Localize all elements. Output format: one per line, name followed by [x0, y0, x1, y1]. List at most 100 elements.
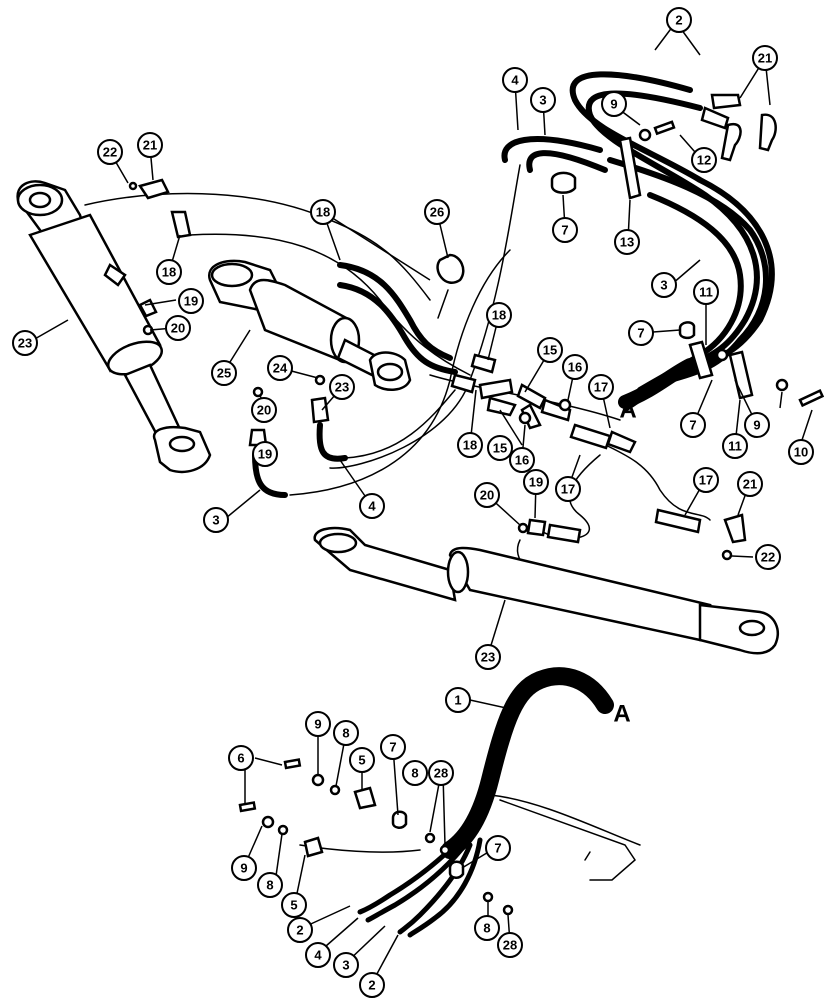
callout-number: 3 — [660, 278, 667, 293]
callout-number: 7 — [637, 326, 644, 341]
callout-number: 8 — [483, 921, 490, 936]
callout-circle — [744, 412, 770, 438]
callout-number: 3 — [342, 958, 349, 973]
callout-18-top: 18 — [310, 199, 336, 225]
callout-number: 26 — [430, 205, 444, 220]
callout-number: 2 — [368, 978, 375, 993]
callout-19-left: 19 — [178, 288, 204, 314]
callout-number: 12 — [697, 153, 711, 168]
ref-mark-a-lower: A — [613, 701, 630, 728]
callout-circle — [137, 132, 163, 158]
callout-7-top: 7 — [552, 217, 578, 243]
callout-number: 20 — [480, 488, 494, 503]
callout-circle — [601, 91, 627, 117]
callout-9-lower: 9 — [305, 711, 331, 737]
callouts: 2 21 4 3 9 12 7 13 3 11 7 7 11 9 10 22 2… — [12, 7, 814, 998]
callout-number: 15 — [543, 343, 557, 358]
callout-number: 8 — [411, 766, 418, 781]
callout-circle — [178, 288, 204, 314]
callout-circle — [267, 355, 293, 381]
fittings — [103, 93, 825, 916]
callout-circle — [165, 315, 191, 341]
callout-number: 8 — [266, 878, 273, 893]
callout-circle — [691, 147, 717, 173]
callout-22-left: 22 — [97, 139, 123, 165]
callout-circle — [666, 7, 692, 33]
callout-circle — [502, 67, 528, 93]
callout-18-bottom: 18 — [457, 432, 483, 458]
callout-number: 7 — [389, 740, 396, 755]
callout-16-bottom: 16 — [509, 447, 535, 473]
callout-circle — [428, 760, 454, 786]
callout-circle — [552, 217, 578, 243]
callout-circle — [228, 745, 254, 771]
callout-number: 19 — [529, 475, 543, 490]
callout-number: 7 — [689, 418, 696, 433]
callout-19-mid: 19 — [252, 441, 278, 467]
left-cylinder — [16, 180, 212, 474]
callout-16-top: 16 — [562, 354, 588, 380]
callout-11-bottom: 11 — [722, 433, 748, 459]
callout-circle — [523, 469, 549, 495]
callout-3-lower: 3 — [333, 952, 359, 978]
callout-number: 3 — [212, 513, 219, 528]
callout-number: 23 — [335, 380, 349, 395]
callout-circle — [252, 441, 278, 467]
callout-15-top: 15 — [537, 337, 563, 363]
callout-number: 21 — [143, 138, 157, 153]
callout-23-left: 23 — [12, 330, 38, 356]
callout-number: 17 — [699, 473, 713, 488]
callout-number: 21 — [743, 477, 757, 492]
callout-5-lower: 5 — [281, 892, 307, 918]
callout-circle — [305, 942, 331, 968]
callout-circle — [555, 476, 581, 502]
callout-number: 18 — [316, 205, 330, 220]
callout-circle — [487, 435, 513, 461]
callout-7-right: 7 — [628, 320, 654, 346]
callout-26: 25 — [211, 360, 237, 386]
callout-number: 7 — [494, 841, 501, 856]
callout-number: 20 — [257, 403, 271, 418]
callout-circle — [380, 734, 406, 760]
callout-circle — [537, 337, 563, 363]
callout-9-top: 9 — [601, 91, 627, 117]
callout-18-left: 18 — [156, 259, 182, 285]
callout-number: 5 — [358, 753, 365, 768]
callout-number: 18 — [162, 265, 176, 280]
callout-circle — [651, 272, 677, 298]
callout-4-mid: 4 — [359, 493, 385, 519]
callout-circle — [474, 482, 500, 508]
callout-number: 15 — [493, 441, 507, 456]
callout-28-lower: 28 — [497, 932, 523, 958]
callout-number: 23 — [481, 650, 495, 665]
callout-circle — [737, 471, 763, 497]
callout-number: 11 — [699, 285, 713, 300]
callout-28-upper: 28 — [428, 760, 454, 786]
callout-13: 13 — [614, 229, 640, 255]
callout-12: 12 — [691, 147, 717, 173]
callout-circle — [359, 972, 385, 998]
callout-circle — [474, 915, 500, 941]
callout-number: 25 — [217, 366, 231, 381]
callout-circle — [211, 360, 237, 386]
callout-number: 3 — [539, 93, 546, 108]
callout-number: 11 — [728, 439, 742, 454]
callout-15-bottom: 15 — [487, 435, 513, 461]
callout-number: 4 — [511, 73, 519, 88]
callout-number: 10 — [794, 445, 808, 460]
callout-number: 9 — [610, 97, 617, 112]
callout-circle — [497, 932, 523, 958]
callout-circle — [752, 45, 778, 71]
callout-circle — [97, 139, 123, 165]
callout-7-right2: 7 — [680, 412, 706, 438]
callout-circle — [156, 259, 182, 285]
callout-3-right: 3 — [651, 272, 677, 298]
lower-hose-bundle — [299, 667, 641, 938]
callout-number: 16 — [515, 453, 529, 468]
callout-circle — [310, 199, 336, 225]
callout-number: 17 — [561, 482, 575, 497]
callout-number: 28 — [503, 938, 517, 953]
callout-number: 19 — [184, 294, 198, 309]
callout-19-bottom: 19 — [523, 469, 549, 495]
